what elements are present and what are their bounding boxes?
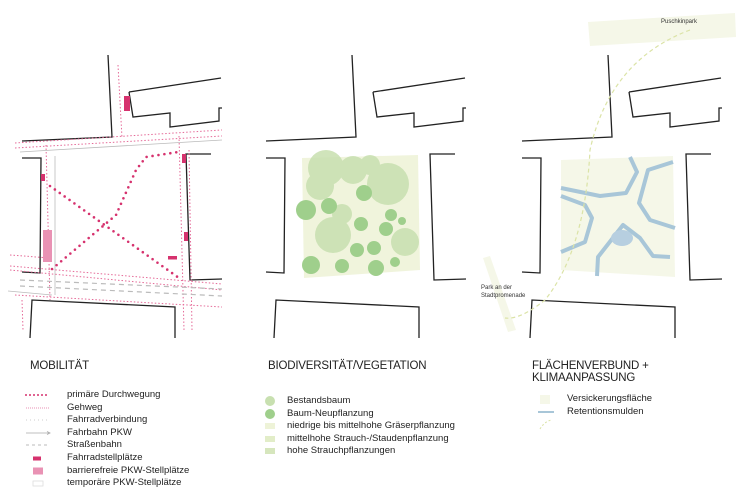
panel-title-vegetation: BIODIVERSITÄT/VEGETATION: [268, 360, 427, 372]
legend-item: Versickerungsfläche: [538, 393, 738, 406]
legend-mobility: primäre Durchwegung Gehweg Fahrradverbin…: [22, 389, 242, 490]
legend-item: Retentionsmulden: [538, 406, 738, 419]
legend-item: Fahrradstellplätze: [22, 452, 242, 465]
map-label-puschkinpark: Puschkinpark: [661, 19, 698, 25]
accessible-parking-icon: [33, 467, 43, 475]
retention-swale-icon: [538, 410, 554, 413]
new-tree-icon: [265, 408, 275, 419]
legend-vegetation: Bestandsbaum Baum-Neupflanzung niedrige …: [263, 395, 493, 458]
bike-parking-icon: [33, 456, 41, 461]
legend-item: hohe Strauchpflanzungen: [263, 445, 493, 458]
legend-item: barrierefreie PKW-Stellplätze: [22, 465, 242, 478]
legend-item: Fahrradverbindung: [22, 414, 242, 427]
tall-shrub-icon: [265, 448, 275, 455]
existing-tree-icon: [265, 396, 275, 406]
legend-item: Baum-Neupflanzung: [263, 408, 493, 421]
legend-item: Bestandsbaum: [263, 395, 493, 408]
mobility-map: [7, 54, 223, 339]
legend-item: Fahrbahn PKW: [22, 427, 242, 440]
panel-title-mobility: MOBILITÄT: [30, 360, 89, 372]
temporary-parking-icon: [32, 480, 44, 487]
arrow-line-icon: [26, 430, 51, 435]
infiltration-area-icon: [540, 395, 550, 404]
legend-item: Gehweg: [22, 402, 242, 415]
legend-item: temporäre PKW-Stellplätze: [22, 477, 242, 490]
vegetation-map: [265, 54, 467, 339]
site-plans: [7, 13, 736, 339]
legend-item: Straßenbahn: [22, 439, 242, 452]
green-connection-icon: [539, 419, 552, 430]
legend-item: mittelhohe Strauch-/Staudenpflanzung: [263, 433, 493, 446]
climate-map: [483, 13, 736, 339]
dashed-line-icon: [26, 444, 50, 446]
dotted-line-icon: [26, 419, 50, 421]
legend-item: [538, 418, 738, 431]
dotted-line-icon: [25, 394, 51, 396]
legend-climate: Versickerungsfläche Retentionsmulden: [538, 393, 738, 431]
legend-item: niedrige bis mittelhohe Gräserpflanzung: [263, 420, 493, 433]
map-label-park-stadtpromenade: Park an der Stadtpromenade: [481, 285, 526, 299]
grass-planting-icon: [265, 423, 275, 430]
legend-item: primäre Durchwegung: [22, 389, 242, 402]
shrub-perennial-icon: [265, 435, 275, 442]
dotted-line-icon: [26, 407, 50, 409]
panel-title-climate: FLÄCHENVERBUND + KLIMAANPASSUNG: [532, 360, 649, 384]
